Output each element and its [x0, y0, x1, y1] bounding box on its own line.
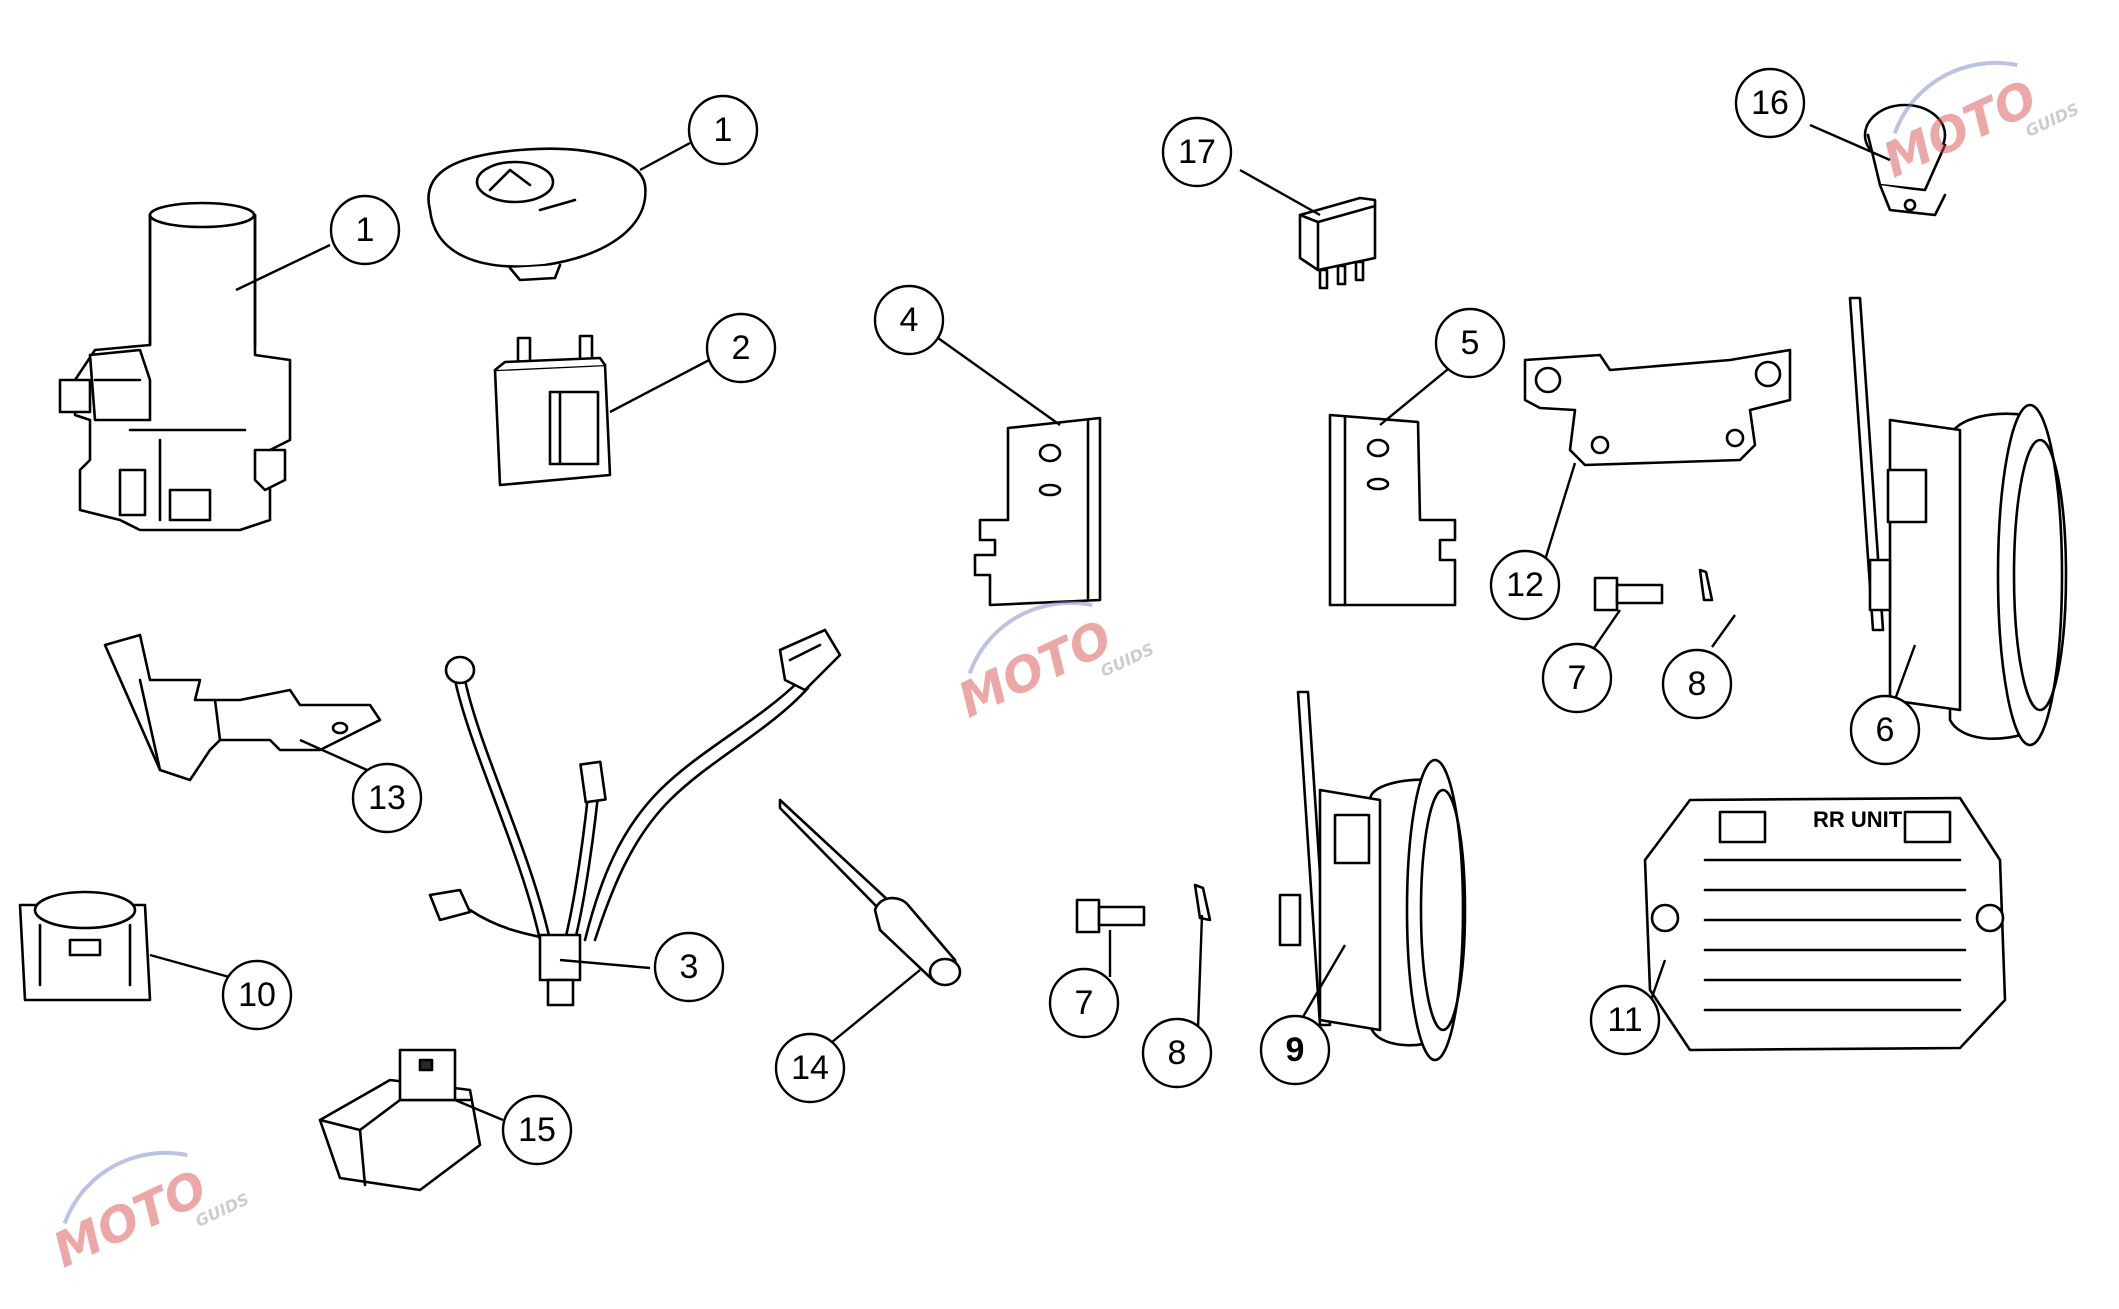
- callout-7-lower: 7: [1048, 967, 1120, 1039]
- bolt-part-7b: [1075, 898, 1146, 934]
- callout-16: 16: [1734, 67, 1806, 139]
- svg-text:1: 1: [356, 211, 375, 249]
- callout-10: 10: [221, 959, 293, 1031]
- svg-text:9: 9: [1286, 1031, 1305, 1069]
- svg-text:MOTO: MOTO: [1875, 70, 2046, 189]
- callout-2: 2: [705, 312, 777, 384]
- callout-12: 12: [1489, 549, 1561, 621]
- svg-text:4: 4: [900, 301, 919, 339]
- svg-text:13: 13: [368, 779, 406, 817]
- callout-13: 13: [351, 762, 423, 834]
- svg-text:1: 1: [714, 111, 733, 149]
- svg-text:8: 8: [1168, 1034, 1187, 1072]
- horn-part-9: [1278, 690, 1467, 1062]
- svg-text:14: 14: [791, 1049, 829, 1087]
- leader-lines: [149, 123, 1917, 1122]
- svg-text:2: 2: [732, 329, 751, 367]
- callout-8-upper: 8: [1661, 648, 1733, 720]
- svg-text:8: 8: [1688, 665, 1707, 703]
- clip-part-8a: [1698, 568, 1714, 602]
- svg-text:10: 10: [238, 976, 276, 1014]
- callout-17: 17: [1161, 116, 1233, 188]
- callout-5: 5: [1434, 307, 1506, 379]
- callout-6: 6: [1849, 694, 1921, 766]
- watermark-logo-bottom-left: MOTO GUIDS: [45, 1150, 252, 1279]
- bracket-plate-part-12: [1523, 348, 1792, 467]
- callout-11: 11: [1589, 984, 1661, 1056]
- ignition-cap-part: [427, 147, 647, 282]
- svg-text:17: 17: [1178, 133, 1216, 171]
- svg-text:11: 11: [1607, 1001, 1642, 1039]
- svg-text:15: 15: [518, 1111, 556, 1149]
- ignition-switch-part: [58, 201, 292, 532]
- svg-text:3: 3: [680, 948, 699, 986]
- clip-part-8b: [1193, 883, 1212, 922]
- flasher-relay-part: [493, 334, 612, 487]
- regulator-unit-label: RR UNIT: [1813, 807, 1903, 832]
- callout-14: 14: [774, 1032, 846, 1104]
- relay-part-17: [1298, 196, 1377, 290]
- flasher-can-part-16: [1863, 103, 1947, 217]
- callout-4: 4: [873, 284, 945, 356]
- regulator-rectifier-part-11: [1643, 796, 2007, 1052]
- callout-1-switch: 1: [329, 194, 401, 266]
- bracket-part-5: [1328, 413, 1457, 607]
- callout-15: 15: [501, 1094, 573, 1166]
- svg-text:16: 16: [1751, 84, 1789, 122]
- svg-text:7: 7: [1075, 984, 1094, 1022]
- callout-7-upper: 7: [1541, 642, 1613, 714]
- horn-part-6: [1848, 296, 2068, 747]
- callout-1-cap: 1: [687, 94, 759, 166]
- bracket-part-4: [973, 416, 1102, 607]
- rubber-mount-part-10: [18, 890, 152, 1002]
- svg-text:12: 12: [1506, 566, 1544, 604]
- svg-text:5: 5: [1461, 324, 1480, 362]
- bolt-part-7a: [1593, 576, 1664, 612]
- svg-text:6: 6: [1876, 711, 1895, 749]
- relay-part-15: [318, 1048, 482, 1192]
- wiring-harness-part: [428, 628, 842, 1007]
- callout-9: 9: [1259, 1014, 1331, 1086]
- svg-text:MOTO: MOTO: [45, 1160, 216, 1279]
- svg-text:MOTO: MOTO: [950, 610, 1121, 729]
- callout-8-lower: 8: [1141, 1017, 1213, 1089]
- callout-3: 3: [653, 931, 725, 1003]
- svg-text:7: 7: [1568, 659, 1587, 697]
- sensor-part-14: [778, 798, 962, 987]
